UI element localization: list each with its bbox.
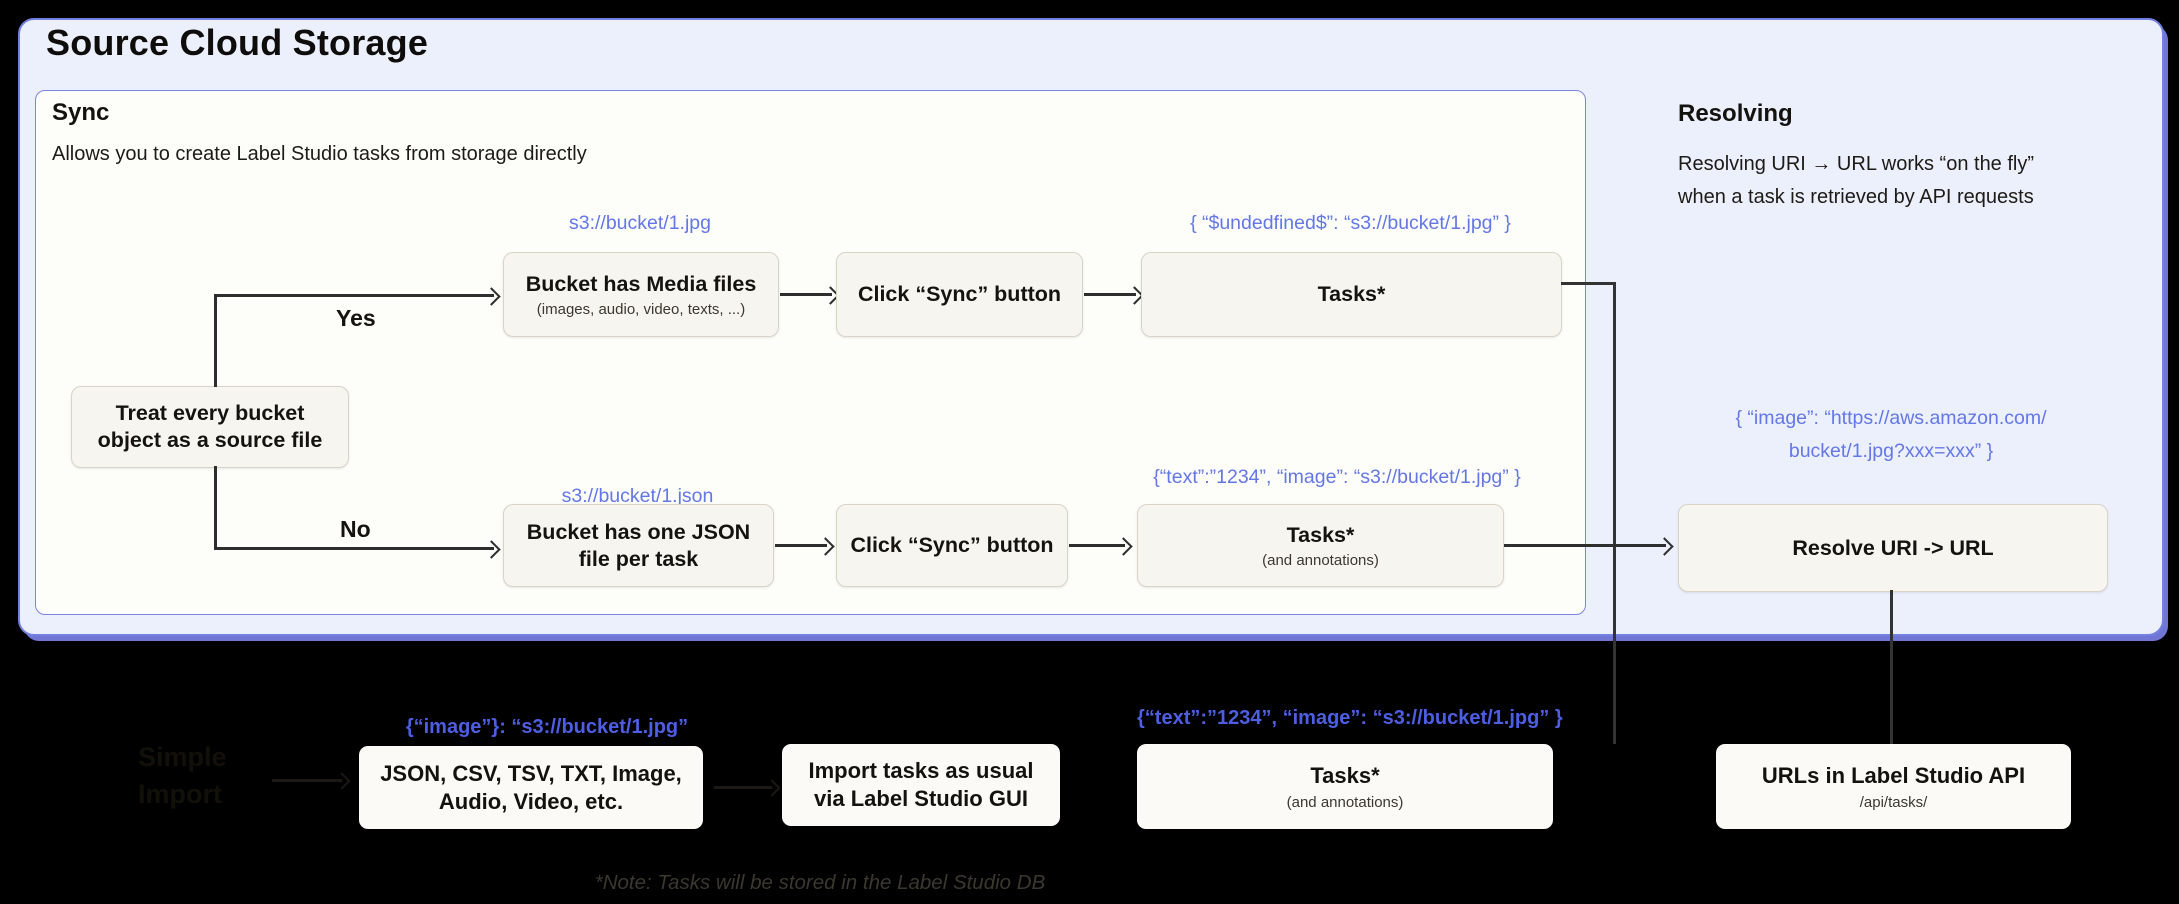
row2-bucket-json-line2: file per task: [578, 546, 699, 571]
footnote: *Note: Tasks will be stored in the Label…: [594, 871, 1046, 894]
ghost-line2: Import: [138, 779, 222, 809]
row1-json-annotation: { “$undedfined$”: “s3://bucket/1.jpg” }: [1190, 212, 1511, 234]
no-branch-vertical-line: [214, 466, 217, 549]
sync-subtitle: Allows you to create Label Studio tasks …: [52, 143, 587, 165]
row2-tasks-box: Tasks* (and annotations): [1137, 504, 1504, 587]
row1-uri-annotation: s3://bucket/1.jpg: [568, 212, 711, 234]
row1-tasks-box: Tasks*: [1141, 252, 1562, 337]
row2-arrow2-line: [1069, 544, 1125, 547]
bottom-tasks-title: Tasks*: [1310, 763, 1380, 788]
no-label: No: [340, 516, 371, 542]
row2-tasks-sub: (and annotations): [1262, 552, 1379, 569]
bottom-formats-box: JSON, CSV, TSV, TXT, Image, Audio, Video…: [359, 746, 703, 829]
ghost-arrowhead-icon: [333, 772, 351, 790]
resolving-desc-line2: when a task is retrieved by API requests: [1678, 186, 2034, 208]
bottom-formats-line2: Audio, Video, etc.: [438, 788, 624, 814]
row1-bucket-media-box: Bucket has Media files (images, audio, v…: [503, 252, 779, 337]
row2-tasks-title: Tasks*: [1286, 523, 1355, 547]
yes-branch-horizontal-line: [214, 294, 494, 297]
resolving-json-annotation-line2: bucket/1.jpg?xxx=xxx” }: [1788, 440, 1994, 462]
row1-tasks-connector-vertical: [1613, 282, 1616, 744]
row1-bucket-media-title: Bucket has Media files: [525, 272, 757, 296]
row1-tasks-connector-horizontal: [1561, 282, 1616, 285]
bottom-api-box: URLs in Label Studio API /api/tasks/: [1716, 744, 2071, 829]
decision-line2: object as a source file: [97, 428, 323, 452]
bottom-import-line1: Import tasks as usual: [808, 758, 1034, 783]
bottom-formats-line1: JSON, CSV, TSV, TXT, Image,: [380, 760, 682, 786]
row2-json-annotation: {“text”:”1234”, “image”: “s3://bucket/1.…: [1153, 466, 1521, 488]
row1-tasks-title: Tasks*: [1317, 282, 1386, 306]
page-title: Source Cloud Storage: [46, 22, 429, 63]
formats-to-import-arrowhead-icon: [763, 779, 781, 797]
row1-click-sync-label: Click “Sync” button: [857, 282, 1062, 306]
ghost-simple-import-title: Simple Import: [138, 739, 227, 813]
no-branch-horizontal-line: [214, 547, 494, 550]
row2-bucket-json-line1: Bucket has one JSON: [526, 519, 751, 544]
resolving-desc-line1: Resolving URI → URL works “on the fly”: [1678, 153, 2035, 175]
ghost-arrow-line: [272, 779, 342, 782]
decision-box: Treat every bucket object as a source fi…: [71, 386, 349, 468]
row2-click-sync-label: Click “Sync” button: [850, 533, 1054, 557]
resolve-uri-label: Resolve URI -> URL: [1792, 535, 1994, 560]
bottom-tasks-sub: (and annotations): [1286, 794, 1404, 811]
bottom-formats-annotation: {“image”}: “s3://bucket/1.jpg”: [405, 716, 689, 738]
bottom-import-line2: via Label Studio GUI: [814, 786, 1028, 811]
resolving-heading: Resolving: [1678, 100, 1793, 127]
sync-heading: Sync: [52, 99, 110, 126]
bottom-import-box: Import tasks as usual via Label Studio G…: [782, 744, 1060, 826]
row1-arrow1-line: [780, 293, 832, 296]
tasks-to-resolve-arrow-line: [1504, 544, 1666, 547]
bottom-tasks-annotation: {“text”:”1234”, “image”: “s3://bucket/1.…: [1137, 707, 1563, 729]
yes-label: Yes: [336, 305, 376, 331]
bottom-api-title: URLs in Label Studio API: [1761, 763, 2026, 788]
row2-arrow1-line: [775, 544, 827, 547]
ghost-line1: Simple: [138, 742, 227, 772]
row1-click-sync-box: Click “Sync” button: [836, 252, 1083, 337]
bottom-tasks-box: Tasks* (and annotations): [1137, 744, 1553, 829]
bottom-api-sub: /api/tasks/: [1859, 794, 1928, 811]
formats-to-import-arrow-line: [714, 786, 772, 789]
row2-uri-annotation: s3://bucket/1.json: [561, 485, 714, 507]
resolve-connector-vertical: [1890, 590, 1893, 744]
resolve-uri-box: Resolve URI -> URL: [1678, 504, 2108, 592]
yes-branch-vertical-line: [214, 295, 217, 387]
row1-bucket-media-sub: (images, audio, video, texts, ...): [536, 301, 746, 318]
row2-bucket-json-box: Bucket has one JSON file per task: [503, 504, 774, 587]
decision-line1: Treat every bucket: [115, 401, 305, 425]
row2-click-sync-box: Click “Sync” button: [836, 504, 1068, 587]
row1-arrow2-line: [1084, 293, 1136, 296]
resolving-json-annotation-line1: { “image”: “https://aws.amazon.com/: [1735, 407, 2047, 429]
